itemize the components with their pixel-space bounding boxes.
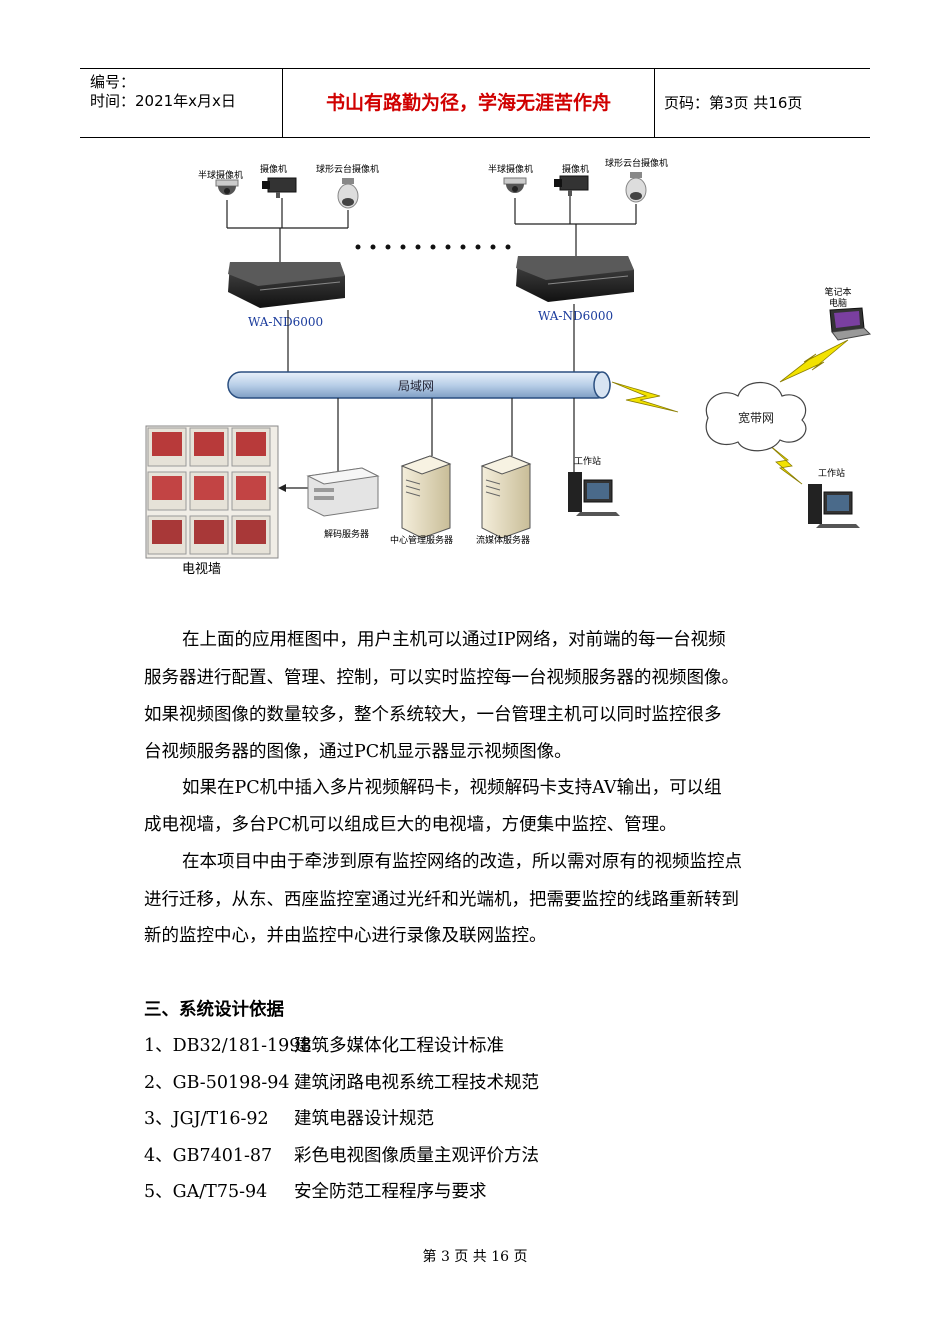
cloud-icon (705, 382, 807, 452)
header-page-info: 页码：第3页 共16页 (664, 94, 803, 112)
lightning-icon (767, 443, 803, 485)
ptz-camera-icon (337, 178, 359, 209)
ellipsis-dots (355, 244, 511, 250)
tv-wall-label: 电视墙 (182, 562, 221, 577)
tv-wall-icon (145, 425, 279, 559)
paragraph-line: 成电视墙，多台PC机可以组成巨大的电视墙，方便集中监控、管理。 (144, 815, 677, 835)
lan-label: 局域网 (398, 379, 434, 393)
dome-camera-icon (215, 179, 239, 195)
center-server-label: 中心管理服务器 (390, 534, 453, 546)
camera-label-box: 摄像机 (562, 163, 589, 175)
camera-label-ptz: 球形云台摄像机 (605, 157, 668, 169)
dvr-right-icon (516, 256, 634, 302)
page-footer: 第 3 页 共 16 页 (422, 1249, 528, 1265)
reference-code: 3、JGJ/T16-92 (144, 1109, 269, 1129)
header-motto: 书山有路勤为径，学海无涯苦作舟 (325, 92, 611, 114)
header-divider (654, 69, 655, 137)
workstation-label: 工作站 (574, 455, 601, 467)
camera-label-dome: 半球摄像机 (198, 169, 243, 181)
arrow-left-icon (278, 484, 286, 492)
camera-label-ptz: 球形云台摄像机 (316, 163, 379, 175)
header-meta: 编号： 时间：2021年x月x日 (80, 69, 282, 137)
laptop-label-line1: 笔记本 (824, 286, 851, 298)
section-title: 三、系统设计依据 (144, 1000, 284, 1020)
camera-label-dome: 半球摄像机 (488, 163, 533, 175)
paragraph-line: 在上面的应用框图中，用户主机可以通过IP网络，对前端的每一台视频 (182, 630, 726, 650)
dome-camera-icon (503, 177, 527, 193)
reference-title: 建筑多媒体化工程设计标准 (294, 1036, 504, 1056)
paragraph-line: 如果视频图像的数量较多，整个系统较大，一台管理主机可以同时监控很多 (144, 705, 722, 725)
paragraph-line: 台视频服务器的图像，通过PC机显示器显示视频图像。 (144, 742, 572, 762)
paragraph-line: 新的监控中心，并由监控中心进行录像及联网监控。 (144, 926, 547, 946)
box-camera-icon (262, 177, 297, 198)
box-camera-icon (554, 175, 589, 196)
paragraph-line: 在本项目中由于牵涉到原有监控网络的改造，所以需对原有的视频监控点 (182, 852, 742, 872)
decode-server-icon (306, 467, 380, 517)
time-label: 时间：2021年x月x日 (90, 92, 236, 110)
dvr-left-icon (228, 262, 345, 308)
dvr-right-label: WA-ND6000 (538, 309, 613, 323)
workstation-icon (568, 472, 620, 516)
reference-item: 4、GB7401-87 彩色电视图像质量主观评价方法 (144, 1142, 539, 1167)
camera-group-left: 半球摄像机 摄像机 球形云台摄像机 (198, 163, 379, 262)
ptz-camera-icon (625, 172, 647, 203)
reference-title: 安全防范工程程序与要求 (294, 1182, 487, 1202)
lightning-icon (779, 339, 849, 383)
stream-server-label: 流媒体服务器 (476, 534, 530, 546)
reference-title: 建筑电器设计规范 (294, 1109, 434, 1129)
reference-code: 5、GA/T75-94 (144, 1182, 268, 1202)
paragraph-line: 如果在PC机中插入多片视频解码卡，视频解码卡支持AV输出，可以组 (182, 778, 722, 798)
reference-code: 4、GB7401-87 (144, 1146, 273, 1166)
header-divider (282, 69, 283, 137)
reference-title: 彩色电视图像质量主观评价方法 (294, 1146, 539, 1166)
broadband-label: 宽带网 (738, 410, 774, 425)
camera-label-box: 摄像机 (260, 163, 287, 175)
laptop-icon (829, 307, 872, 341)
workstation-label: 工作站 (818, 467, 845, 479)
system-diagram: 半球摄像机 摄像机 球形云台摄像机 (145, 157, 872, 577)
reference-item: 1、DB32/181-1998建筑多媒体化工程设计标准 (144, 1032, 504, 1057)
paragraph-line: 进行迁移，从东、西座监控室通过光纤和光端机，把需要监控的线路重新转到 (144, 890, 739, 910)
reference-item: 3、JGJ/T16-92 建筑电器设计规范 (144, 1105, 434, 1130)
serial-label: 编号： (90, 73, 136, 91)
reference-item: 5、GA/T75-94 安全防范工程程序与要求 (144, 1178, 487, 1203)
center-server-icon (400, 455, 452, 539)
laptop-label-line2: 电脑 (829, 297, 847, 309)
dvr-left-label: WA-ND6000 (248, 315, 323, 329)
lightning-icon (611, 381, 679, 413)
lan-bus (227, 371, 611, 399)
paragraph-line: 服务器进行配置、管理、控制，可以实时监控每一台视频服务器的视频图像。 (144, 668, 739, 688)
camera-group-right: 半球摄像机 摄像机 球形云台摄像机 (488, 157, 668, 256)
decode-server-label: 解码服务器 (324, 528, 369, 540)
stream-server-icon (480, 455, 532, 539)
reference-code: 1、DB32/181-1998 (144, 1036, 312, 1056)
page-header: 编号： 时间：2021年x月x日 书山有路勤为径，学海无涯苦作舟 页码：第3页 … (80, 68, 870, 138)
reference-title: 建筑闭路电视系统工程技术规范 (294, 1073, 539, 1093)
reference-code: 2、GB-50198-94 (144, 1073, 290, 1093)
workstation-icon (808, 484, 860, 528)
